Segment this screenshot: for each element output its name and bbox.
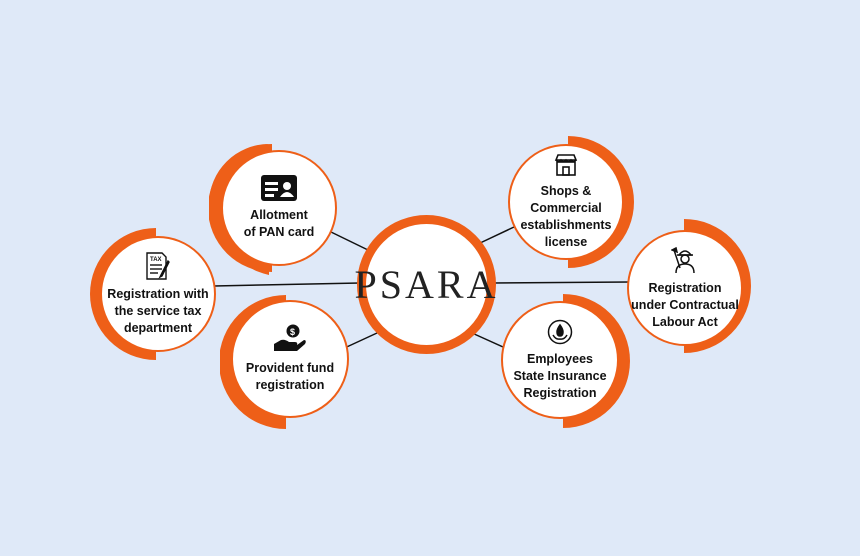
node-esi-registration: Employees State Insurance Registration: [499, 293, 631, 429]
node-label: Registration with the service tax depart…: [107, 286, 209, 335]
node-label: Registration under Contractual Labour Ac…: [631, 280, 739, 329]
insurance-shield-icon: [547, 319, 573, 345]
center-node: PSARA: [354, 215, 499, 354]
node-face: Shops & Commercial establishments licens…: [508, 144, 624, 260]
node-face: $ Provident fund registration: [231, 300, 349, 418]
construction-worker-icon: [670, 246, 699, 274]
connector-tax: [213, 282, 361, 287]
node-provident-fund: $ Provident fund registration: [220, 295, 350, 429]
svg-text:TAX: TAX: [150, 257, 162, 263]
center-face: PSARA: [354, 215, 499, 354]
node-label: Provident fund registration: [245, 361, 335, 392]
connector-contract: [491, 281, 631, 284]
node-face: TAX Registration with the service tax de…: [100, 236, 216, 352]
node-label: Employees State Insurance Registration: [513, 351, 607, 400]
node-label: Shops & Commercial establishments licens…: [520, 184, 612, 249]
node-contractual-labour: Registration under Contractual Labour Ac…: [625, 218, 751, 355]
node-label: Allotment of PAN card: [243, 208, 315, 239]
connector-pan: [330, 231, 369, 251]
center-title: PSARA: [354, 262, 499, 307]
node-pan-card: Allotment of PAN card: [209, 144, 340, 275]
tax-document-icon: TAX: [145, 251, 171, 280]
node-face: Allotment of PAN card: [221, 150, 337, 266]
node-face: Registration under Contractual Labour Ac…: [627, 230, 743, 346]
id-card-icon: [261, 175, 297, 201]
node-service-tax: TAX Registration with the service tax de…: [90, 226, 216, 362]
svg-text:$: $: [290, 327, 295, 337]
hand-coin-icon: $: [273, 324, 307, 354]
connector-shops: [477, 226, 515, 245]
node-face: Employees State Insurance Registration: [501, 301, 619, 419]
storefront-icon: [554, 153, 578, 177]
node-shops-license: Shops & Commercial establishments licens…: [506, 136, 635, 269]
